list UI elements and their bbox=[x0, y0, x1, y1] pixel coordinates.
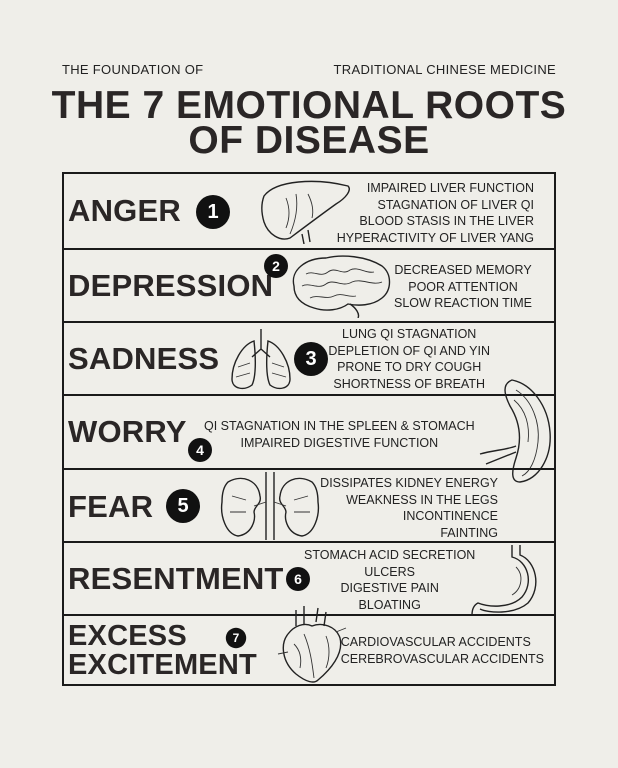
lungs-icon bbox=[228, 327, 294, 398]
row-excess-excitement: EXCESS EXCITEMENT 7 CARDIOVASCULAR ACCID… bbox=[64, 606, 554, 686]
row-worry: WORRY 4 QI STAGNATION IN THE SPLEEN & ST… bbox=[64, 379, 554, 483]
effect-item: LUNG QI STAGNATION bbox=[342, 327, 477, 341]
stomach-icon bbox=[466, 543, 538, 620]
effect-item: IMPAIRED DIGESTIVE FUNCTION bbox=[240, 435, 439, 450]
effect-item: SLOW REACTION TIME bbox=[394, 296, 532, 310]
effects-list: DISSIPATES KIDNEY ENERGY WEAKNESS IN THE… bbox=[320, 475, 498, 541]
effect-item: FAINTING bbox=[440, 525, 498, 540]
number-badge: 3 bbox=[294, 342, 328, 376]
emotion-label: RESENTMENT bbox=[68, 561, 284, 596]
number-badge: 6 bbox=[286, 567, 310, 591]
title-line-2: OF DISEASE bbox=[188, 119, 430, 162]
effect-item: BLOOD STASIS IN THE LIVER bbox=[359, 214, 534, 228]
title-line-1: THE 7 EMOTIONAL ROOTS bbox=[51, 84, 567, 127]
row-fear: FEAR 5 DISSIPATES KIDNEY ENERGY WEAKNESS… bbox=[64, 468, 554, 541]
liver-icon bbox=[256, 176, 356, 249]
effects-list: DECREASED MEMORY POOR ATTENTION SLOW REA… bbox=[394, 262, 532, 312]
effects-list: QI STAGNATION IN THE SPLEEN & STOMACH IM… bbox=[204, 418, 475, 451]
number-badge: 1 bbox=[196, 195, 230, 229]
effect-item: HYPERACTIVITY OF LIVER YANG bbox=[336, 230, 534, 245]
effects-list: LUNG QI STAGNATION DEPLETION OF QI AND Y… bbox=[328, 326, 490, 392]
header-left-text: THE FOUNDATION OF bbox=[62, 62, 204, 77]
effect-item: DECREASED MEMORY bbox=[394, 263, 532, 277]
brain-icon bbox=[286, 252, 396, 323]
effect-item: CEREBROVASCULAR ACCIDENTS bbox=[340, 651, 544, 666]
emotion-label: SADNESS bbox=[68, 341, 220, 376]
effect-item: PRONE TO DRY COUGH bbox=[337, 360, 482, 374]
emotion-label-line-1: EXCESS bbox=[68, 620, 187, 652]
spleen-icon bbox=[476, 376, 554, 493]
row-depression: DEPRESSION 2 DECREASED MEMORY POOR ATTEN… bbox=[64, 248, 554, 321]
effect-item: DEPLETION OF QI AND YIN bbox=[328, 343, 490, 358]
effects-list: STOMACH ACID SECRETION ULCERS DIGESTIVE … bbox=[304, 547, 475, 613]
row-anger: ANGER 1 IMPAIRED LIVER FUNCTION STAGNATI… bbox=[64, 174, 554, 248]
effect-item: STAGNATION OF LIVER QI bbox=[377, 197, 534, 212]
number-badge: 7 bbox=[225, 627, 247, 649]
heart-icon bbox=[274, 604, 350, 693]
effect-item: POOR ATTENTION bbox=[408, 279, 518, 294]
emotion-label: FEAR bbox=[68, 489, 154, 524]
row-sadness: SADNESS 3 LUNG QI STAGNATION DEPLETION O… bbox=[64, 321, 554, 394]
emotion-label: WORRY bbox=[68, 414, 187, 449]
effect-item: QI STAGNATION IN THE SPLEEN & STOMACH bbox=[204, 419, 475, 433]
effect-item: DISSIPATES KIDNEY ENERGY bbox=[320, 476, 498, 490]
effect-item: IMPAIRED LIVER FUNCTION bbox=[366, 181, 534, 195]
page-title: THE 7 EMOTIONAL ROOTS OF DISEASE bbox=[0, 84, 618, 162]
kidneys-icon bbox=[218, 472, 322, 545]
effect-item: STOMACH ACID SECRETION bbox=[304, 548, 476, 562]
effect-item: INCONTINENCE bbox=[402, 509, 498, 523]
effect-item: SHORTNESS OF BREATH bbox=[333, 376, 486, 391]
emotions-table: ANGER 1 IMPAIRED LIVER FUNCTION STAGNATI… bbox=[62, 172, 556, 686]
number-badge: 2 bbox=[264, 254, 288, 278]
effect-item: CARDIOVASCULAR ACCIDENTS bbox=[340, 635, 531, 649]
effect-item: BLOATING bbox=[358, 597, 421, 612]
row-resentment: RESENTMENT 6 STOMACH ACID SECRETION ULCE… bbox=[64, 541, 554, 616]
emotion-label-line-2: EXCITEMENT bbox=[68, 649, 257, 681]
number-badge: 5 bbox=[166, 489, 200, 523]
effect-item: ULCERS bbox=[364, 564, 416, 579]
number-badge: 4 bbox=[188, 438, 212, 462]
effects-list: CARDIOVASCULAR ACCIDENTS CEREBROVASCULAR… bbox=[341, 634, 544, 667]
emotion-label: EXCESS EXCITEMENT bbox=[68, 622, 257, 680]
effects-list: IMPAIRED LIVER FUNCTION STAGNATION OF LI… bbox=[337, 180, 534, 246]
emotion-label: DEPRESSION bbox=[68, 268, 274, 303]
effect-item: DIGESTIVE PAIN bbox=[340, 581, 439, 595]
effect-item: WEAKNESS IN THE LEGS bbox=[346, 492, 498, 507]
header-right-text: TRADITIONAL CHINESE MEDICINE bbox=[333, 62, 556, 77]
emotion-label: ANGER bbox=[68, 193, 181, 228]
